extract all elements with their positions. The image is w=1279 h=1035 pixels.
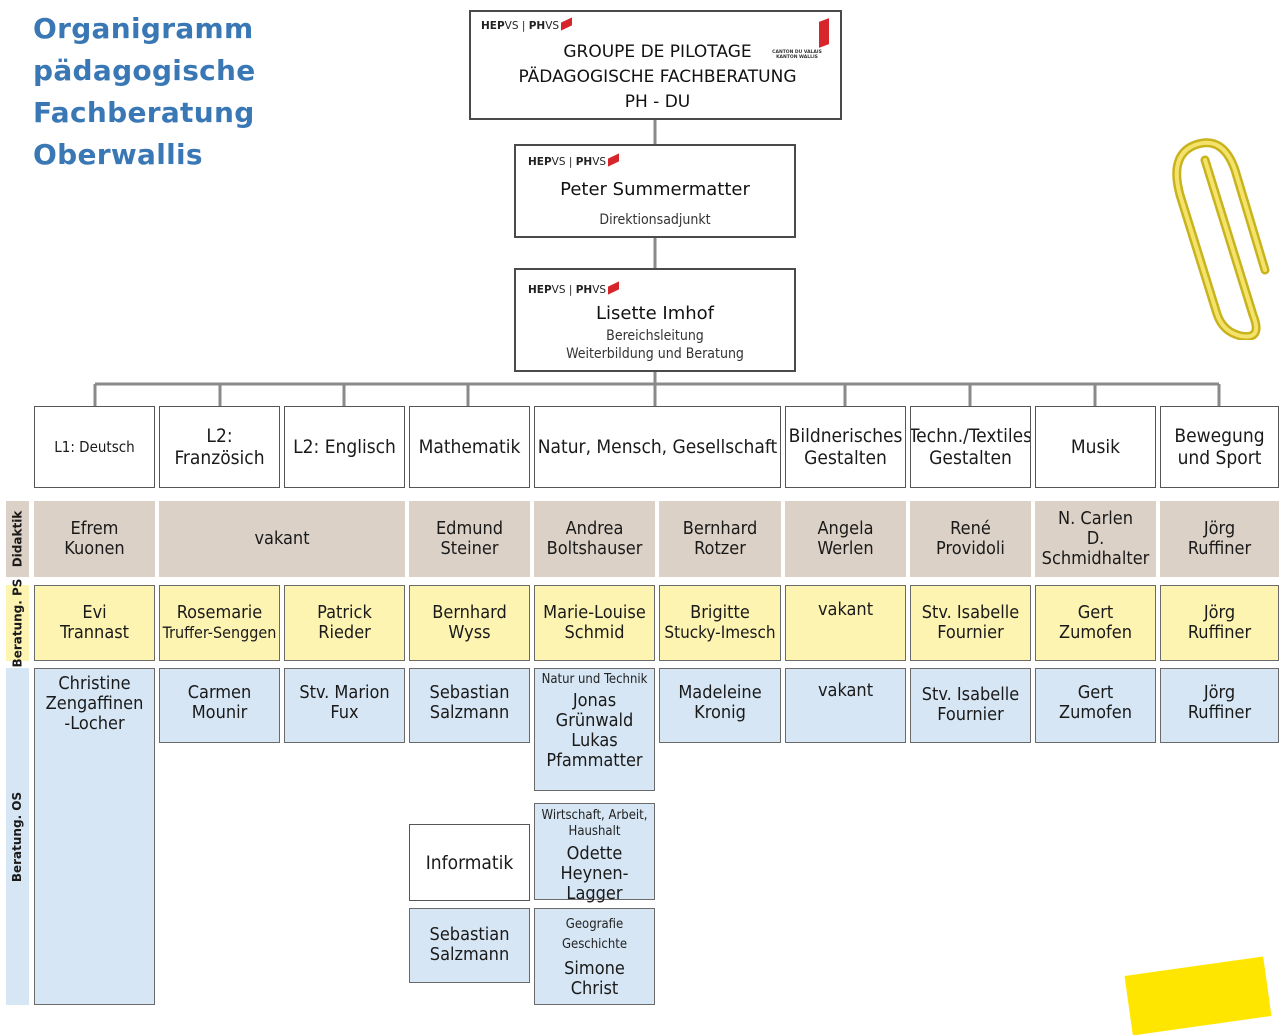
subject-l2-franzoesisch: L2: Französich	[159, 406, 280, 488]
didaktik-cell: vakant	[159, 501, 405, 577]
logo-flag-icon	[608, 153, 620, 167]
canton-line-1: CANTON DU VALAIS	[772, 50, 822, 55]
director-name: Peter Summermatter	[560, 179, 750, 200]
steering-line-1: GROUPE DE PILOTAGE	[563, 42, 752, 62]
subject-musik: Musik	[1035, 406, 1156, 488]
title-line-4: Oberwallis	[33, 138, 203, 171]
director-role: Direktionsadjunkt	[599, 212, 711, 228]
head-name: Lisette Imhof	[596, 303, 714, 324]
steering-group-box: HEPVS | PHVS CANTON DU VALAIS KANTON WAL…	[469, 10, 842, 120]
os-nmg-natur-technik: Natur und Technik Jonas Grünwald Lukas P…	[534, 668, 655, 791]
steering-line-3: PH - DU	[624, 92, 691, 112]
logo-flag-icon	[561, 17, 573, 31]
yellow-highlight-shape	[1124, 956, 1272, 1035]
head-role-2: Weiterbildung und Beratung	[566, 346, 744, 362]
steering-group-title: GROUPE DE PILOTAGE PÄDAGOGISCHE FACHBERA…	[471, 42, 844, 113]
connector-lines	[93, 120, 1221, 406]
row-label-beratung-os: Beratung. OS	[6, 668, 29, 1005]
row-label-didaktik: Didaktik	[6, 501, 29, 577]
subject-l1-deutsch: L1: Deutsch	[34, 406, 155, 488]
department-head-box: HEPVS | PHVS Lisette Imhof Bereichsleitu…	[514, 268, 796, 372]
director-box: HEPVS | PHVS Peter Summermatter Direktio…	[514, 144, 796, 238]
title-line-1: Organigramm	[33, 12, 254, 45]
steering-line-2: PÄDAGOGISCHE FACHBERATUNG	[518, 67, 797, 87]
row-label-beratung-ps: Beratung. PS	[6, 579, 29, 667]
subject-informatik: Informatik	[409, 824, 530, 901]
hepvs-logo: HEPVS | PHVS	[528, 153, 620, 168]
page-title: Organigramm pädagogische Fachberatung Ob…	[33, 8, 333, 176]
canton-line-2: KANTON WALLIS	[776, 55, 818, 60]
os-cell: vakant	[785, 668, 906, 743]
subject-nmg: Natur, Mensch, Gesellschaft	[534, 406, 781, 488]
os-nmg-geografie-geschichte: Geografie Geschichte Simone Christ	[534, 908, 655, 1005]
ps-cell: vakant	[785, 585, 906, 661]
title-line-2: pädagogische	[33, 54, 256, 87]
head-role-1: Bereichsleitung	[606, 328, 704, 344]
paperclip-icon	[1172, 138, 1270, 340]
subject-mathematik: Mathematik	[409, 406, 530, 488]
hepvs-logo: HEPVS | PHVS	[528, 281, 620, 296]
subject-l2-englisch: L2: Englisch	[284, 406, 405, 488]
os-nmg-wirtschaft-arbeit-haushalt: Wirtschaft, Arbeit, Haushalt Odette Heyn…	[534, 803, 655, 904]
title-line-3: Fachberatung	[33, 96, 255, 129]
hepvs-logo: HEPVS | PHVS	[481, 17, 573, 32]
logo-flag-icon	[608, 281, 620, 295]
